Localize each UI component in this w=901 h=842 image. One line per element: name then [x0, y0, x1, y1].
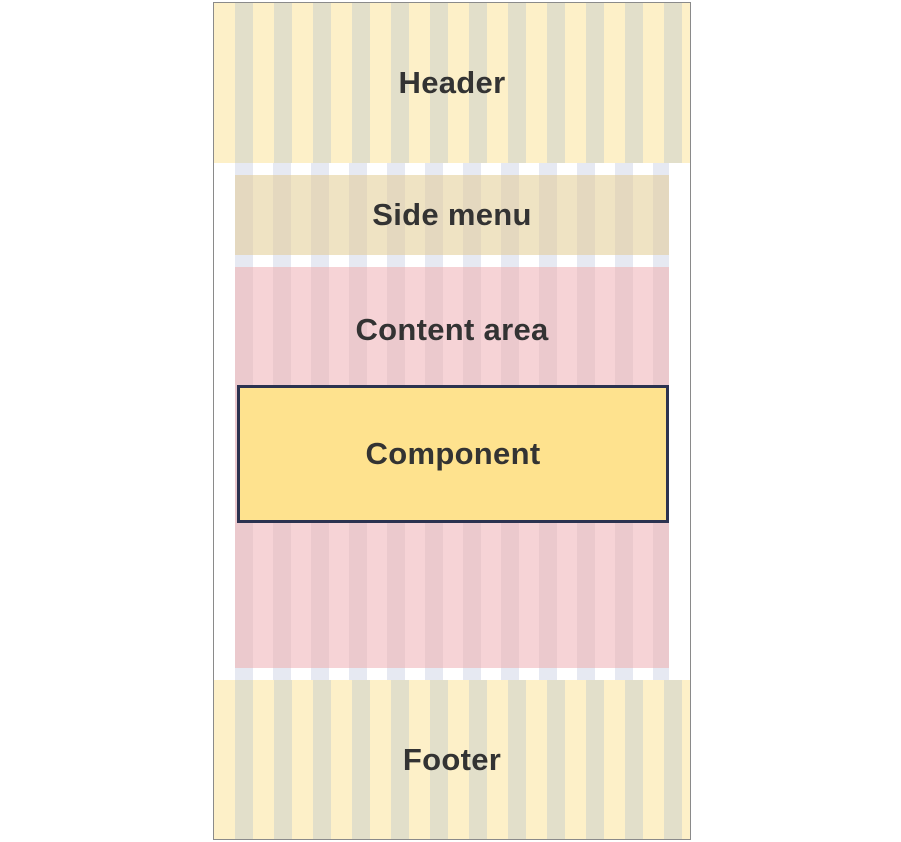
header-label: Header	[398, 65, 506, 100]
footer-region: Footer	[214, 680, 690, 839]
side-menu-region: Side menu	[235, 175, 669, 255]
gutter-band-middle	[235, 255, 669, 267]
header-region: Header	[214, 3, 690, 163]
gutter-band-bottom	[235, 668, 669, 680]
gutter-band-top	[235, 163, 669, 175]
component-region: Component	[237, 385, 669, 523]
content-area-label: Content area	[355, 312, 549, 347]
side-menu-label: Side menu	[372, 197, 532, 232]
page-frame: Header Side menu Content area Component …	[213, 2, 691, 840]
footer-label: Footer	[402, 742, 502, 777]
component-label: Component	[365, 436, 541, 471]
